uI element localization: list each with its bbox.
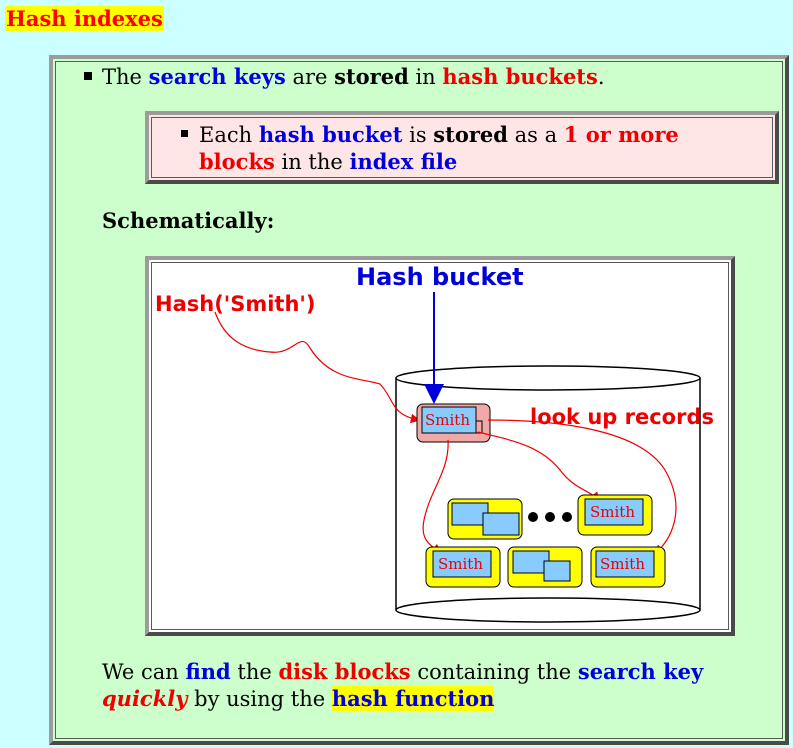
term-quickly: quickly bbox=[102, 686, 188, 711]
text-segment: in bbox=[408, 65, 443, 89]
conclusion-line-1: We can find the disk blocks containing t… bbox=[102, 658, 703, 686]
text-segment: Each bbox=[199, 123, 259, 147]
text-segment: the bbox=[230, 660, 279, 684]
text-segment: in the bbox=[274, 150, 350, 174]
text-segment: We can bbox=[102, 660, 186, 684]
term-search-keys: search keys bbox=[148, 64, 286, 89]
page-title: Hash indexes bbox=[5, 6, 164, 31]
text-segment: The bbox=[102, 65, 149, 89]
text-segment: as a bbox=[507, 123, 564, 147]
term-index-file: index file bbox=[349, 149, 458, 174]
sub-bullet-marker bbox=[181, 130, 188, 137]
sub-bullet-box-inner-border bbox=[151, 117, 773, 178]
term-hash-function: hash function bbox=[331, 686, 495, 711]
term-search-key: search key bbox=[577, 659, 704, 684]
bullet-marker bbox=[84, 72, 92, 80]
text-segment: by using the bbox=[187, 687, 332, 711]
sub-bullet-box bbox=[145, 111, 779, 184]
schematic-figure bbox=[145, 256, 735, 636]
text-segment: . bbox=[597, 65, 605, 89]
term-stored: stored bbox=[433, 122, 508, 147]
text-segment: is bbox=[402, 123, 434, 147]
term-hash-buckets: hash buckets bbox=[442, 64, 598, 89]
term-stored: stored bbox=[334, 64, 409, 89]
term-find: find bbox=[185, 659, 231, 684]
term-hash-bucket: hash bucket bbox=[258, 122, 403, 147]
conclusion-line-2: quickly by using the hash function bbox=[102, 685, 495, 713]
schematic-label: Schematically: bbox=[102, 208, 275, 233]
sub-bullet-line-2: blocks in the index file bbox=[199, 148, 457, 176]
main-bullet-text: The search keys are stored in hash bucke… bbox=[102, 63, 605, 91]
content-panel-inner-border bbox=[55, 61, 783, 739]
text-segment: containing the bbox=[410, 660, 578, 684]
term-blocks: blocks bbox=[199, 149, 275, 174]
sub-bullet-line-1: Each hash bucket is stored as a 1 or mor… bbox=[199, 121, 679, 149]
schematic-figure-inner-border bbox=[151, 262, 729, 630]
term-disk-blocks: disk blocks bbox=[278, 659, 411, 684]
text-segment: are bbox=[285, 65, 335, 89]
term-1-or-more: 1 or more bbox=[563, 122, 679, 147]
